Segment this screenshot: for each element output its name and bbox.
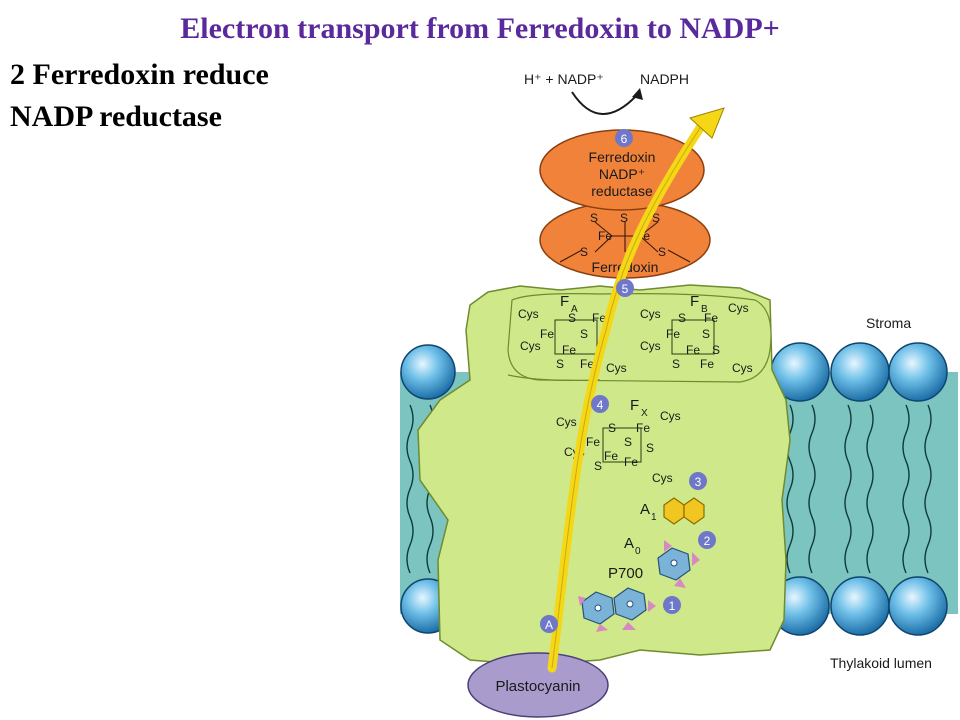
step-marker-5: 5 [616, 279, 634, 297]
svg-text:S: S [672, 357, 680, 371]
svg-text:Fe: Fe [598, 229, 612, 243]
svg-text:S: S [580, 327, 588, 341]
slide-title: Electron transport from Ferredoxin to NA… [180, 12, 780, 45]
svg-text:Fe: Fe [700, 357, 714, 371]
cluster-atoms: Cys S Fe Fe S Cys Fe S S Fe Cys Cys S Fe… [518, 301, 753, 485]
svg-text:Fe: Fe [592, 311, 606, 325]
svg-text:6: 6 [621, 132, 628, 146]
a0-chlorophyll [657, 540, 700, 588]
electron-arrow-head [689, 107, 725, 139]
cluster-fx-label: F [630, 397, 639, 414]
step-marker-2: 2 [698, 531, 716, 549]
svg-text:S: S [556, 357, 564, 371]
step-marker-4: 4 [591, 395, 609, 413]
svg-text:A: A [545, 618, 553, 632]
svg-text:Fe: Fe [636, 421, 650, 435]
svg-text:S: S [678, 311, 686, 325]
svg-text:Fe: Fe [686, 343, 700, 357]
svg-text:S: S [702, 327, 710, 341]
step-marker-3: 3 [689, 472, 707, 490]
svg-text:S: S [646, 441, 654, 455]
svg-text:2: 2 [704, 534, 711, 548]
svg-text:Fe: Fe [580, 357, 594, 371]
svg-text:Cys: Cys [640, 339, 661, 353]
reaction-curved-arrow [571, 91, 639, 115]
svg-text:Cys: Cys [640, 307, 661, 321]
lipid-heads-top [400, 342, 948, 402]
svg-text:Cys: Cys [660, 409, 681, 423]
svg-text:1: 1 [651, 512, 657, 523]
reaction-product: NADPH [640, 71, 689, 87]
fnr-label-1: Ferredoxin [589, 149, 656, 165]
svg-text:Cys: Cys [728, 301, 749, 315]
svg-text:S: S [620, 211, 628, 225]
svg-text:S: S [652, 211, 660, 225]
a1-quinone [663, 497, 705, 525]
svg-text:Cys: Cys [520, 339, 541, 353]
svg-text:5: 5 [622, 282, 629, 296]
svg-text:Fe: Fe [624, 455, 638, 469]
stroma-label: Stroma [866, 315, 911, 331]
svg-text:3: 3 [695, 475, 702, 489]
reaction-substrates: H⁺ + NADP⁺ [524, 71, 604, 87]
thylakoid-lumen-label: Thylakoid lumen [830, 655, 932, 671]
svg-text:S: S [658, 245, 666, 259]
ferredoxin-cluster [559, 221, 691, 263]
svg-text:0: 0 [635, 546, 641, 557]
svg-text:Cys: Cys [652, 471, 673, 485]
step-marker-6: 6 [615, 129, 633, 147]
p700-label: P700 [608, 565, 643, 582]
svg-text:A: A [571, 304, 578, 315]
note-line-2: NADP reductase [10, 100, 222, 133]
fa-fb-subunit [507, 293, 772, 383]
plastocyanin-label: Plastocyanin [495, 678, 580, 695]
svg-text:Fe: Fe [540, 327, 554, 341]
svg-text:S: S [594, 459, 602, 473]
svg-text:S: S [624, 435, 632, 449]
cluster-fb-label: F [690, 293, 699, 310]
svg-text:S: S [608, 421, 616, 435]
plastocyanin-protein [467, 652, 609, 718]
svg-text:Fe: Fe [704, 311, 718, 325]
svg-text:Cys: Cys [518, 307, 539, 321]
svg-text:Fe: Fe [586, 435, 600, 449]
svg-text:Cys: Cys [556, 415, 577, 429]
svg-text:Fe: Fe [666, 327, 680, 341]
a1-label: A [640, 501, 650, 518]
fe-s-cluster-lines [554, 319, 715, 463]
a0-label: A [624, 535, 634, 552]
svg-text:Fe: Fe [604, 449, 618, 463]
step-marker-1: 1 [663, 596, 681, 614]
step-marker-a: A [540, 615, 558, 633]
svg-text:Fe: Fe [562, 343, 576, 357]
note-line-1: 2 Ferredoxin reduce [10, 58, 269, 91]
svg-text:Cys: Cys [732, 361, 753, 375]
fnr-label-3: reductase [591, 183, 653, 199]
fnr-label-2: NADP⁺ [599, 166, 645, 182]
svg-text:4: 4 [597, 398, 604, 412]
svg-text:S: S [580, 245, 588, 259]
p700-chlorophyll-pair [578, 587, 656, 632]
svg-text:S: S [568, 311, 576, 325]
svg-text:S: S [712, 343, 720, 357]
svg-text:X: X [641, 408, 648, 419]
svg-text:B: B [701, 304, 708, 315]
svg-text:Cys: Cys [606, 361, 627, 375]
svg-text:1: 1 [669, 599, 676, 613]
svg-text:S: S [590, 211, 598, 225]
cluster-fa-label: F [560, 293, 569, 310]
